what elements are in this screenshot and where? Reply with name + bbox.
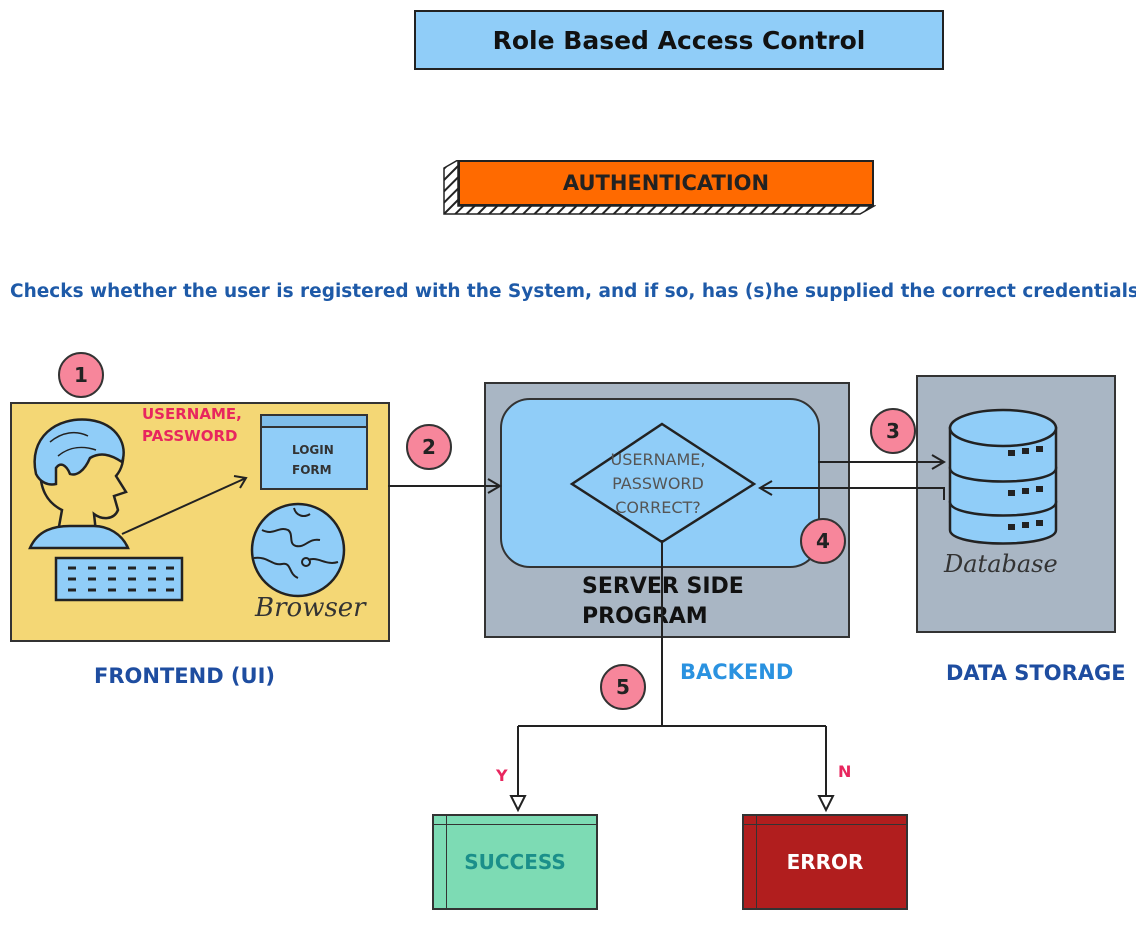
no-branch-label: N	[838, 762, 852, 781]
authentication-banner: AUTHENTICATION	[440, 160, 876, 216]
step-3-badge: 3	[870, 408, 916, 454]
login-form-window	[260, 414, 368, 490]
success-box: SUCCESS	[432, 814, 598, 910]
globe-icon	[250, 502, 346, 598]
success-label: SUCCESS	[464, 850, 566, 874]
database-label: Database	[944, 550, 1058, 578]
authentication-label: AUTHENTICATION	[458, 160, 874, 206]
browser-label: Browser	[255, 593, 366, 623]
data-storage-section-label: DATA STORAGE	[946, 661, 1126, 685]
description-text: Checks whether the user is registered wi…	[10, 281, 1136, 302]
frontend-section-label: FRONTEND (UI)	[94, 664, 275, 688]
step-5-badge: 5	[600, 664, 646, 710]
error-label: ERROR	[786, 850, 864, 874]
step-2-badge: 2	[406, 424, 452, 470]
step-1-badge: 1	[58, 352, 104, 398]
login-form-label: LOGIN FORM	[292, 443, 334, 477]
user-at-keyboard-icon	[28, 418, 248, 602]
decision-label: USERNAME, PASSWORD CORRECT?	[610, 450, 706, 517]
banner-shadow-icon	[443, 160, 876, 215]
step-4-badge: 4	[800, 518, 846, 564]
yes-branch-label: Y	[496, 766, 508, 785]
database-icon	[948, 408, 1058, 545]
diagram-title: Role Based Access Control	[414, 10, 944, 70]
error-box: ERROR	[742, 814, 908, 910]
backend-section-label: BACKEND	[680, 660, 794, 684]
credentials-label: USERNAME, PASSWORD	[142, 405, 242, 445]
